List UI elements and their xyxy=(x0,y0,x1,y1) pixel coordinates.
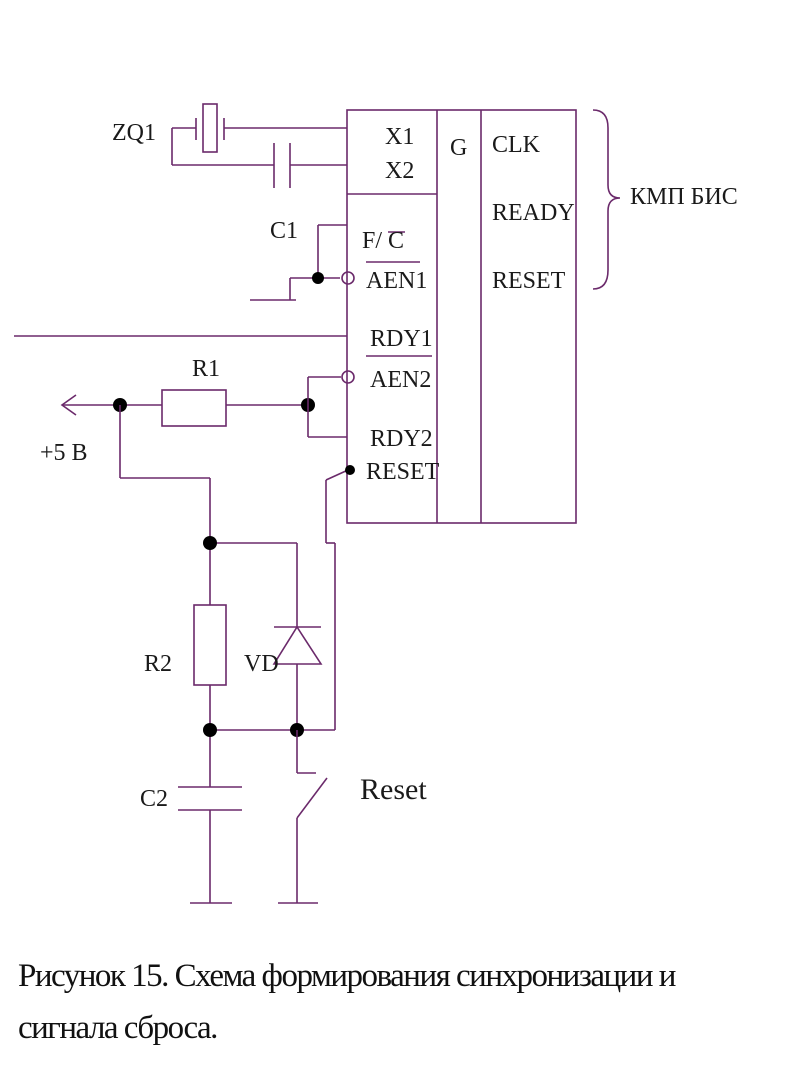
chip-g: G xyxy=(450,135,467,161)
pin-c-bar: C xyxy=(388,228,404,254)
pin-x1: X1 xyxy=(385,124,414,150)
pin-rdy2: RDY2 xyxy=(370,426,433,452)
r1-label: R1 xyxy=(192,356,220,382)
pin-aen2: AEN2 xyxy=(370,367,431,393)
reset-switch xyxy=(278,730,328,904)
supply-label: +5 В xyxy=(40,440,88,466)
pin-reset-out: RESET xyxy=(492,268,566,294)
kmp-brace xyxy=(592,109,621,290)
aen1-wiring xyxy=(250,224,355,301)
circuit-diagram: ZQ1 C1 R1 +5 В R2 VD C2 Reset КМП БИС X1… xyxy=(14,103,738,904)
chip-body xyxy=(346,109,577,524)
reset-input-line xyxy=(325,465,355,730)
diode-vd xyxy=(272,543,323,730)
reset-node xyxy=(203,685,335,787)
capacitor-c1 xyxy=(273,143,347,188)
pin-clk: CLK xyxy=(492,132,541,158)
reset-button-label: Reset xyxy=(360,773,427,806)
resistor-r1 xyxy=(60,389,315,427)
pin-reset-in: RESET xyxy=(366,459,440,485)
c2-label: C2 xyxy=(140,786,168,812)
r2-label: R2 xyxy=(144,651,172,677)
pin-ready: READY xyxy=(492,200,575,226)
figure-caption: Рисунок 15. Схема формирования синхрониз… xyxy=(18,950,788,1054)
pin-f: F/ xyxy=(362,228,382,254)
pin-x2: X2 xyxy=(385,158,414,184)
zq1-label: ZQ1 xyxy=(112,120,156,146)
pin-rdy1: RDY1 xyxy=(370,326,433,352)
aen2-rdy2-wiring xyxy=(307,370,355,438)
pin-aen1: AEN1 xyxy=(366,268,427,294)
crystal-zq1 xyxy=(171,103,347,166)
caption-line-2: сигнала сброса. xyxy=(18,1010,218,1046)
c1-label: C1 xyxy=(270,218,298,244)
capacitor-c2 xyxy=(178,786,242,904)
resistor-r2 xyxy=(193,604,227,686)
vd-label: VD xyxy=(244,651,279,677)
caption-line-1: Рисунок 15. Схема формирования синхрониз… xyxy=(18,958,676,994)
kmp-label: КМП БИС xyxy=(630,184,738,210)
supply-rail xyxy=(119,405,297,605)
